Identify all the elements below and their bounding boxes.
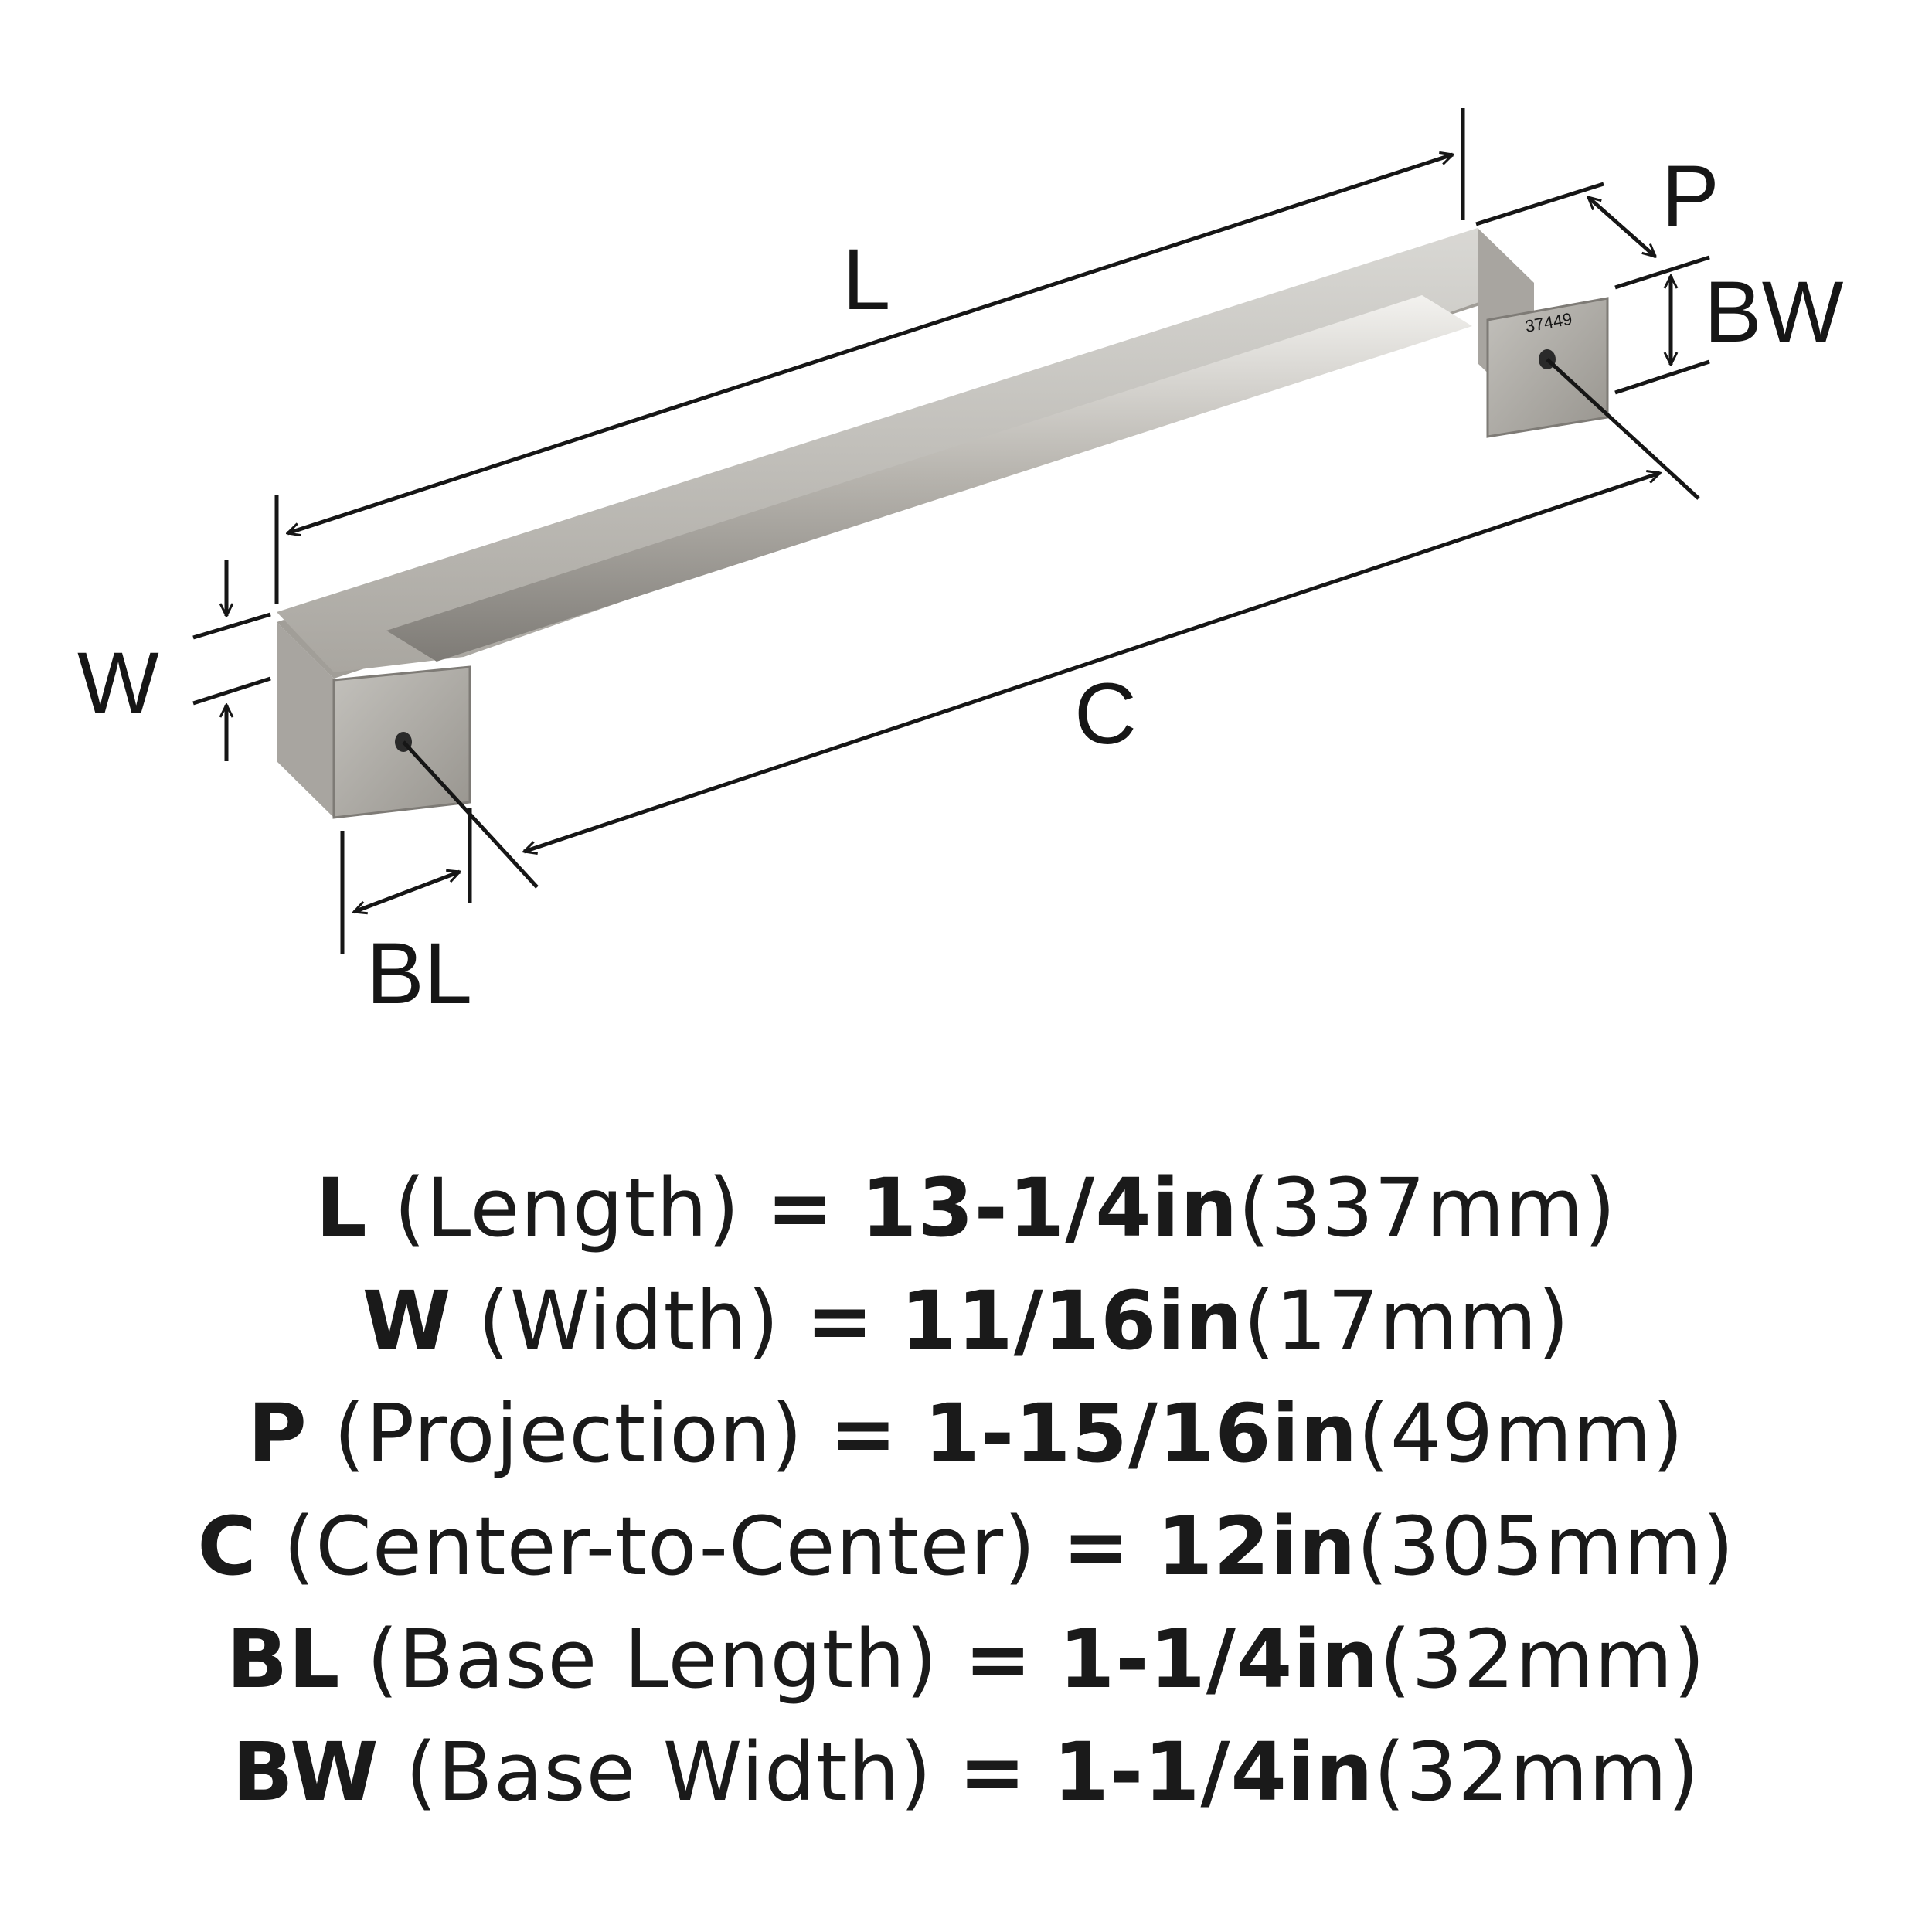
spec-metric: (32mm): [1379, 1612, 1706, 1706]
spec-imperial: 13-1/4in: [860, 1161, 1239, 1255]
spec-equals: =: [958, 1725, 1027, 1819]
label-bl: BL: [366, 925, 472, 1022]
spec-row-base-length: BL (Base Length) = 1-1/4in(32mm): [0, 1603, 1932, 1716]
spec-metric: (32mm): [1373, 1725, 1700, 1819]
spec-key: L: [315, 1161, 368, 1255]
label-c: C: [1074, 665, 1137, 762]
base-width-extension-bottom: [1614, 359, 1710, 395]
spec-key: BW: [232, 1725, 379, 1819]
width-extension-bottom: [192, 676, 271, 706]
cabinet-pull-handle: 37449: [277, 228, 1609, 819]
spec-name: (Width): [478, 1274, 780, 1368]
spec-row-width: W (Width) = 11/16in(17mm): [0, 1264, 1932, 1377]
spec-equals: =: [1062, 1499, 1131, 1594]
spec-row-base-width: BW (Base Width) = 1-1/4in(32mm): [0, 1716, 1932, 1828]
spec-row-center-to-center: C (Center-to-Center) = 12in(305mm): [0, 1490, 1932, 1603]
spec-name: (Projection): [333, 1386, 804, 1481]
spec-equals: =: [805, 1274, 874, 1368]
spec-name: (Length): [393, 1161, 740, 1255]
spec-key: W: [362, 1274, 452, 1368]
label-p: P: [1662, 148, 1719, 244]
spec-metric: (337mm): [1238, 1161, 1617, 1255]
spec-imperial: 1-15/16in: [923, 1386, 1359, 1481]
label-w: W: [77, 634, 159, 731]
spec-name: (Base Width): [405, 1725, 933, 1819]
spec-key: C: [197, 1499, 257, 1594]
width-extension-top: [192, 612, 271, 640]
spec-equals: =: [829, 1386, 898, 1481]
spec-metric: (305mm): [1356, 1499, 1735, 1594]
spec-imperial: 1-1/4in: [1059, 1612, 1379, 1706]
dimension-diagram: 37449 L C W BL P BW: [77, 108, 1844, 1022]
spec-equals: =: [964, 1612, 1032, 1706]
center-dimension-line: [524, 473, 1660, 852]
base-width-extension-top: [1614, 255, 1710, 290]
dimension-specs-list: L (Length) = 13-1/4in(337mm) W (Width) =…: [0, 1151, 1932, 1828]
spec-row-projection: P (Projection) = 1-15/16in(49mm): [0, 1377, 1932, 1490]
spec-key: BL: [226, 1612, 341, 1706]
spec-metric: (49mm): [1358, 1386, 1685, 1481]
base-length-dimension-line: [354, 872, 460, 912]
spec-metric: (17mm): [1243, 1274, 1570, 1368]
projection-dimension-line: [1588, 197, 1655, 257]
spec-key: P: [247, 1386, 308, 1481]
spec-imperial: 11/16in: [900, 1274, 1244, 1368]
label-l: L: [842, 231, 890, 328]
length-dimension-line: [287, 155, 1453, 533]
spec-row-length: L (Length) = 13-1/4in(337mm): [0, 1151, 1932, 1264]
spec-equals: =: [766, 1161, 835, 1255]
spec-name: (Base Length): [366, 1612, 938, 1706]
spec-name: (Center-to-Center): [283, 1499, 1036, 1594]
left-post-side: [277, 622, 334, 818]
spec-imperial: 12in: [1156, 1499, 1357, 1594]
handle-groove: [386, 295, 1472, 662]
label-bw: BW: [1704, 264, 1844, 360]
projection-extension: [1475, 182, 1604, 226]
center-axis-right: [1546, 358, 1700, 500]
spec-imperial: 1-1/4in: [1053, 1725, 1374, 1819]
